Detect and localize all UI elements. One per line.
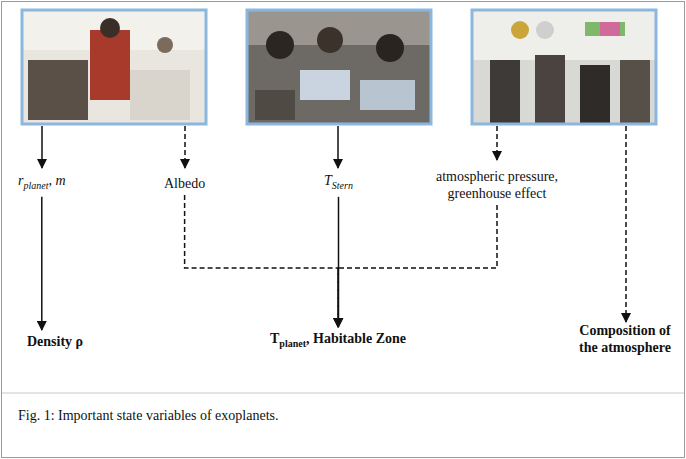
variable-label: Composition of the atmosphere xyxy=(572,322,678,356)
photo-lab xyxy=(22,10,206,124)
leader-arrow xyxy=(625,126,627,322)
state-variable: Tplanet, Habitable Zone xyxy=(267,329,409,353)
variable-label: Density ρ xyxy=(27,333,83,350)
photo-spectra xyxy=(472,10,656,124)
figure-caption: Fig. 1: Important state variables of exo… xyxy=(18,407,279,424)
state-variable: Density ρ xyxy=(24,332,86,351)
variable-label: rplanet, m xyxy=(18,172,66,194)
variable-label: Albedo xyxy=(164,175,205,192)
variable-label: Tplanet, Habitable Zone xyxy=(270,330,406,352)
state-variable: atmospheric pressure, greenhouse effect xyxy=(427,167,567,203)
leader-arrow xyxy=(41,126,43,168)
leader-arrow xyxy=(184,126,186,168)
variable-label: TStern xyxy=(324,172,353,194)
caption-rule xyxy=(2,393,684,394)
variable-label: atmospheric pressure, greenhouse effect xyxy=(430,168,564,202)
influence-arrow xyxy=(41,197,43,330)
leader-arrow xyxy=(337,126,339,168)
leader-arrow xyxy=(496,126,498,160)
state-variable: Composition of the atmosphere xyxy=(569,321,681,357)
influence-arrow xyxy=(185,195,338,327)
state-variable: TStern xyxy=(321,171,356,195)
state-variable: Albedo xyxy=(161,174,208,193)
state-variable: rplanet, m xyxy=(15,171,69,195)
influence-arrow xyxy=(338,197,340,327)
photo-computers xyxy=(247,10,431,124)
influence-arrow xyxy=(338,205,497,327)
